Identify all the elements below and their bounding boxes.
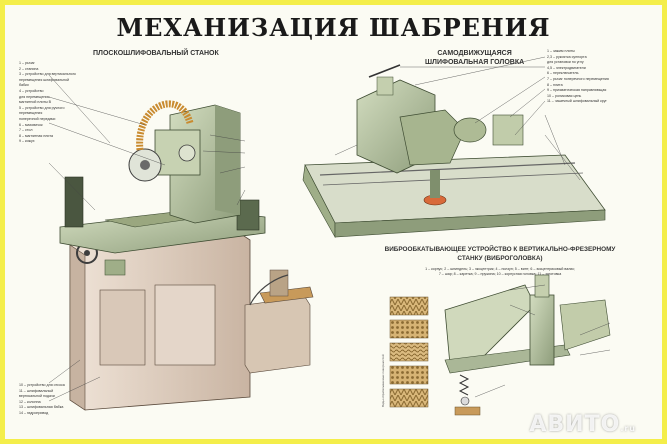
vibro-section-title: ВИБРООБКАТЫВАЮЩЕЕ УСТРОЙСТВО К ВЕРТИКАЛЬ… — [384, 246, 616, 262]
legend-item: 4,5 – электродвигатели — [547, 65, 586, 70]
legend-item: 6 – маховичок — [19, 122, 43, 127]
legend-item: бабки — [19, 83, 29, 88]
legend-item: 5 – устройство для ручного — [19, 105, 65, 110]
legend-item: 12 – колонна — [19, 399, 41, 404]
legend-item: поперечной передачи — [19, 116, 56, 121]
legend-item: 2 – станина — [19, 66, 39, 71]
legend-item: вертикальной подачи — [19, 394, 55, 399]
legend-item: 3 – устройство для вертикального — [19, 72, 76, 77]
legend-item: 9 – призматическая направляющая — [547, 88, 607, 93]
watermark-suffix: .ru — [620, 424, 636, 433]
legend-item: 11 – чашечный шлифовальный круг — [547, 99, 607, 104]
legend-item: 9 – кожух — [19, 139, 35, 144]
grinding-head — [302, 56, 606, 239]
legend-item: для перемещения — [19, 94, 50, 99]
head-legend: 1 – зажим плиты 2,3 – рукоятка суппорта … — [547, 49, 609, 105]
legend-item: 10 – роликовая цепь — [547, 93, 582, 98]
legend-item: для установки по углу — [547, 60, 584, 65]
legend-item: 2,3 – рукоятка суппорта — [547, 54, 587, 59]
legend-item: 14 – гидропривод — [19, 410, 49, 415]
legend-item: 4 – устройство — [19, 88, 44, 93]
legend-item: перемещения шлифовальной — [19, 77, 70, 82]
legend-item: 6 – переключатель — [547, 71, 579, 76]
vibro-side-label: Виды обрабатываемых поверхностей — [381, 354, 385, 407]
legend-item: 13 – шлифовальная бабка — [19, 405, 64, 410]
legend-item: 8 – плита — [547, 82, 563, 87]
vibro-caption: 1 – корпус; 2 – шпиндель; 3 – эксцентрик… — [425, 267, 575, 276]
vibro-head — [389, 274, 611, 416]
watermark-brand: АВИТО — [529, 412, 621, 437]
grinder-legend-top: 1 – рычаг 2 – станина 3 – устройство для… — [19, 61, 76, 145]
poster-title: МЕХАНИЗАЦИЯ ШАБРЕНИЯ — [116, 13, 551, 42]
avito-watermark: АВИТО.ru — [529, 412, 636, 437]
grinder-section-title: ПЛОСКОШЛИФОВАЛЬНЫЙ СТАНОК — [93, 50, 219, 57]
legend-item: магнитной плиты В — [19, 100, 52, 105]
illustration — [48, 56, 611, 416]
legend-item: 1 – рычаг — [19, 61, 35, 65]
head-section-title: САМОДВИЖУЩАЯСЯ ШЛИФОВАЛЬНАЯ ГОЛОВКА — [425, 50, 525, 66]
legend-item: 7 – рычаг поперечного перемещения — [547, 76, 609, 81]
grinder-legend-bottom: 10 – устройство для отсоса 11 – шлифовал… — [19, 383, 65, 417]
legend-item: 8 – магнитная плита — [19, 133, 53, 138]
surface-grinder — [48, 74, 314, 411]
legend-item: 11 – шлифовальный — [19, 388, 54, 393]
legend-item: 10 – устройство для отсоса — [19, 383, 65, 387]
legend-item: 7 – стол — [19, 128, 33, 133]
legend-item: 1 – зажим плиты — [547, 49, 575, 53]
legend-item: перемещения — [19, 111, 43, 116]
